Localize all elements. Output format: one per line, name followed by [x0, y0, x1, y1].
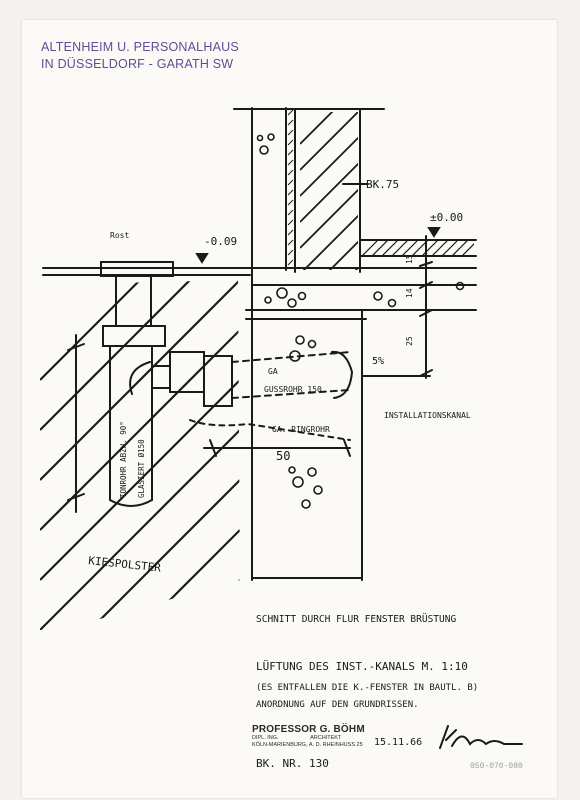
floor-hatching — [362, 240, 474, 256]
label-lueftung: LÜFTUNG DES INST.-KANALS M. 1:10 — [256, 660, 468, 673]
level-marker-009 — [195, 253, 209, 264]
architect-name: PROFESSOR G. BÖHM — [252, 724, 365, 735]
pipe-socket — [102, 325, 166, 347]
dim-tick-2 — [419, 281, 433, 289]
label-note-2: ANORDNUNG AUF DEN GRUNDRISSEN. — [256, 700, 419, 710]
soil-hatching — [40, 280, 240, 630]
dim-50-tick-right — [343, 439, 351, 457]
label-ga: GA — [268, 367, 278, 376]
rost-grate — [100, 261, 174, 277]
project-stamp-line-1: ALTENHEIM U. PERSONALHAUS — [41, 40, 239, 54]
label-note-1: (ES ENTFALLEN DIE K.-FENSTER IN BAUTL. B… — [256, 683, 478, 693]
ringrohr-dashed — [189, 419, 351, 441]
insulation-strip — [287, 109, 294, 266]
label-bk-nr: BK. NR. 130 — [256, 757, 329, 770]
gravel-marks — [256, 133, 465, 509]
dim-tick-3 — [419, 309, 433, 317]
archive-number: 050-070-080 — [470, 762, 523, 771]
label-level-009: -0.09 — [204, 235, 237, 248]
project-stamp: ALTENHEIM U. PERSONALHAUS IN DÜSSELDORF … — [41, 39, 239, 73]
wall-hatching — [300, 112, 358, 270]
architect-degree: DIPL. ING. — [252, 735, 279, 741]
signature — [439, 725, 523, 749]
label-date: 15.11.66 — [374, 737, 422, 748]
label-tonrohr: TONROHR ABZW. 90° — [119, 421, 128, 498]
gussrohr-end — [331, 350, 354, 399]
label-installationskanal: INSTALLATIONSKANAL — [384, 411, 471, 420]
label-ringrohr: GA. RINGROHR — [272, 425, 330, 434]
branch-flange — [203, 355, 233, 407]
label-gussrohr: GUSSROHR 150 — [264, 385, 322, 394]
label-glasiert: GLASIERT Ø150 — [137, 439, 146, 498]
project-stamp-line-2: IN DÜSSELDORF - GARATH SW — [41, 57, 234, 71]
dim-50-tick-left — [209, 439, 217, 457]
dim-tick-1 — [419, 261, 433, 267]
label-slope: 5% — [372, 356, 384, 367]
branch-curve — [129, 361, 151, 395]
pipe-bottom — [109, 499, 153, 507]
label-level-000: ±0.00 — [430, 211, 463, 224]
label-dim-15: 15 — [405, 254, 414, 264]
label-dim-14: 14 — [405, 288, 414, 298]
gussrohr-dashed — [231, 351, 351, 399]
label-rost: Rost — [110, 231, 129, 240]
level-marker-000 — [427, 227, 441, 238]
label-dim-50: 50 — [276, 449, 290, 463]
label-dim-25: 25 — [405, 336, 414, 346]
label-bk75: BK.75 — [366, 178, 399, 191]
architect-title: DIPL. ING. ARCHITEKT — [252, 735, 365, 742]
architect-role: ARCHITEKT — [310, 735, 342, 741]
label-schnitt: SCHNITT DURCH FLUR FENSTER BRÜSTUNG — [256, 614, 456, 625]
architect-stamp: PROFESSOR G. BÖHM DIPL. ING. ARCHITEKT K… — [252, 724, 365, 749]
architect-address: KÖLN-MARIENBURG, A. D. RHEINHUSS 25 — [252, 742, 363, 748]
